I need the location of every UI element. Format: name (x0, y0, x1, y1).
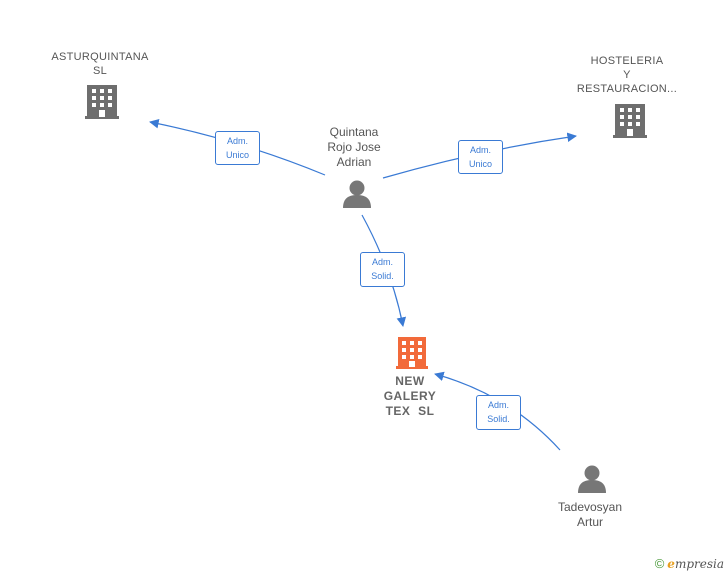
node-label-hosteleria[interactable]: HOSTELERIA Y RESTAURACION... (576, 55, 678, 95)
empresia-logo[interactable]: ©empresia (655, 556, 724, 571)
building-icon[interactable] (396, 337, 428, 369)
brand-initial: e (667, 557, 675, 571)
node-label-asturquintana[interactable]: ASTURQUINTANA SL (51, 51, 149, 77)
node-label-quintana[interactable]: Quintana Rojo Jose Adrian (327, 125, 381, 169)
edge-label-adm-solid: Adm. Solid. (476, 395, 521, 430)
person-icon[interactable] (578, 465, 606, 494)
copyright-icon: © (654, 556, 665, 571)
building-icon[interactable] (85, 85, 119, 119)
edge-label-adm-solid: Adm. Solid. (360, 252, 405, 287)
node-label-new-galery[interactable]: NEW GALERY TEX SL (383, 374, 437, 418)
edge-label-adm-unico: Adm. Unico (215, 131, 260, 165)
person-icon[interactable] (343, 180, 371, 209)
edge-label-adm-unico: Adm. Unico (458, 140, 503, 174)
brand-name: mpresia (674, 557, 724, 571)
building-icon[interactable] (613, 104, 647, 138)
node-label-tadevosyan[interactable]: Tadevosyan Artur (557, 500, 623, 529)
